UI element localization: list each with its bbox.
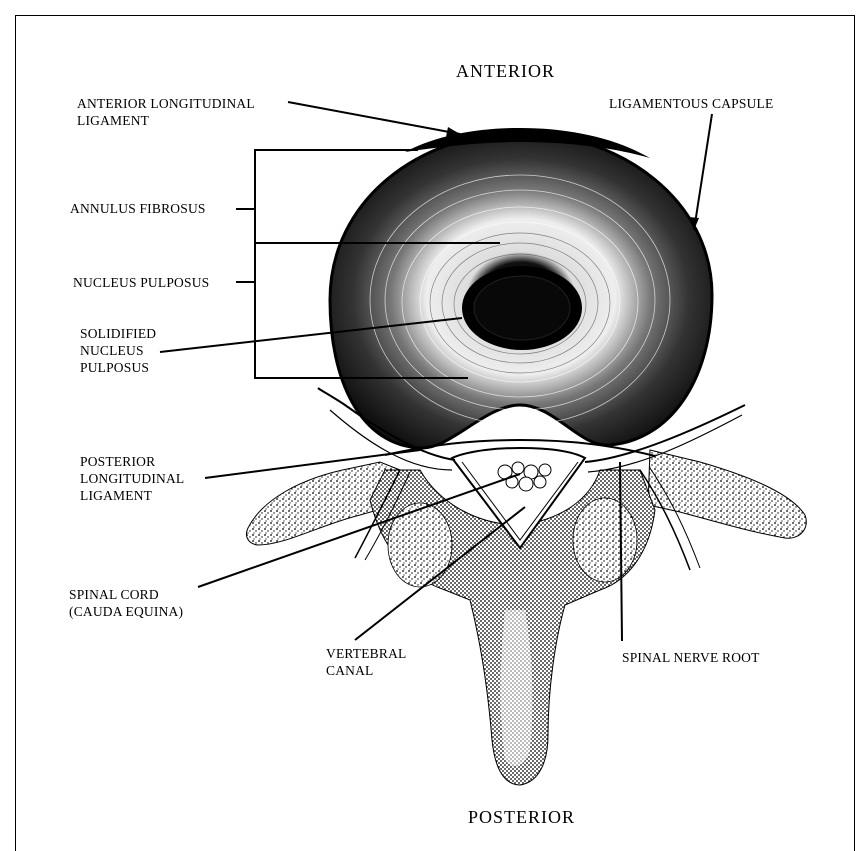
orientation-posterior: POSTERIOR — [468, 809, 575, 826]
right-facet — [573, 498, 637, 582]
label-ligamentous-capsule: LIGAMENTOUS CAPSULE — [609, 95, 773, 112]
orientation-anterior: ANTERIOR — [456, 63, 555, 80]
spinous-process — [500, 610, 532, 766]
label-solidified-nucleus-pulposus: SOLIDIFIED NUCLEUS PULPOSUS — [80, 325, 156, 376]
label-vertebral-canal: VERTEBRAL CANAL — [326, 645, 407, 679]
leader-ligamentous-capsule — [694, 114, 712, 230]
leader-anterior-ligament — [288, 102, 460, 134]
label-posterior-longitudinal-ligament: POSTERIOR LONGITUDINAL LIGAMENT — [80, 453, 184, 504]
label-annulus-fibrosus: ANNULUS FIBROSUS — [70, 200, 206, 217]
label-anterior-longitudinal-ligament: ANTERIOR LONGITUDINAL LIGAMENT — [77, 95, 255, 129]
label-spinal-cord: SPINAL CORD (CAUDA EQUINA) — [69, 586, 183, 620]
label-spinal-nerve-root: SPINAL NERVE ROOT — [622, 649, 760, 666]
label-nucleus-pulposus: NUCLEUS PULPOSUS — [73, 274, 209, 291]
left-facet — [388, 503, 452, 587]
intervertebral-disc — [330, 128, 712, 448]
